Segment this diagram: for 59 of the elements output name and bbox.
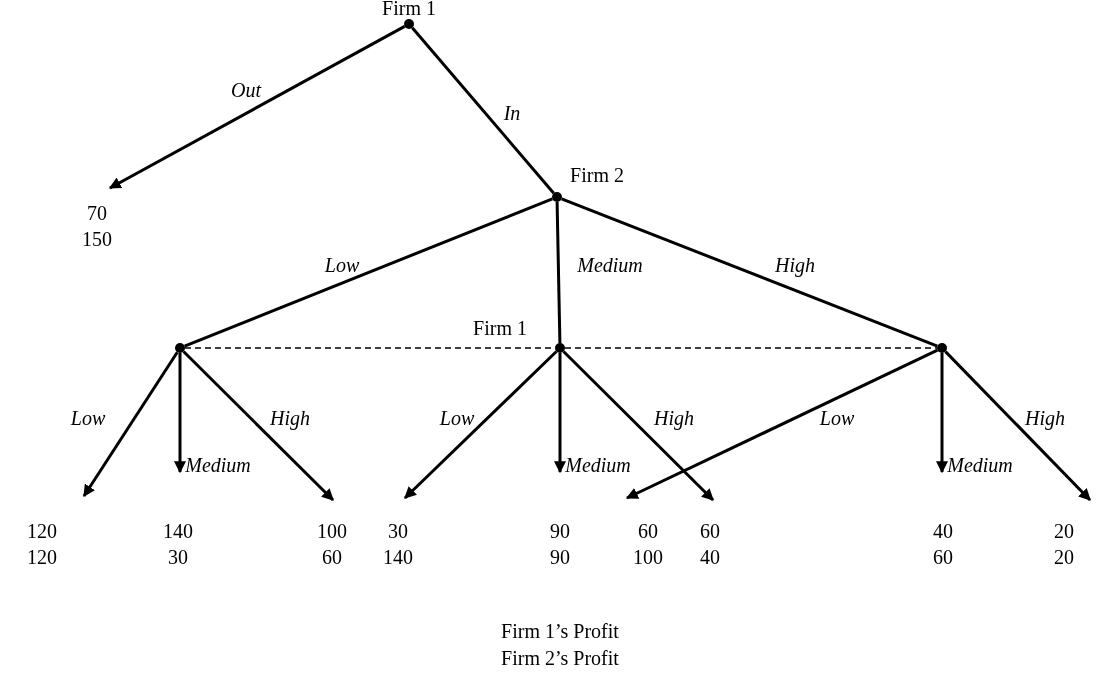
decision-node bbox=[552, 192, 562, 202]
payoff-value: 100 bbox=[317, 519, 347, 544]
arrow bbox=[625, 348, 939, 500]
edge-label: High bbox=[654, 407, 694, 429]
edge-label: Medium bbox=[565, 454, 631, 476]
arrow bbox=[108, 25, 406, 190]
edge-label: Low bbox=[819, 407, 855, 429]
player-label: Firm 1 bbox=[473, 318, 527, 338]
arrow bbox=[403, 350, 558, 500]
payoff-value: 60 bbox=[933, 545, 953, 570]
arrow bbox=[554, 353, 566, 474]
branch-line bbox=[561, 197, 938, 348]
edge-label: Medium bbox=[185, 454, 251, 476]
branch-line bbox=[184, 197, 553, 348]
payoff-value: 30 bbox=[168, 545, 188, 570]
edge-label: Medium bbox=[577, 254, 643, 276]
decision-node bbox=[404, 19, 414, 29]
player-label: Firm 1 bbox=[382, 0, 436, 18]
payoff-value: 100 bbox=[633, 545, 663, 570]
arrow bbox=[936, 353, 948, 474]
payoff-value: 20 bbox=[1054, 519, 1074, 544]
arrow bbox=[82, 351, 179, 497]
edge-label: Out bbox=[231, 79, 261, 101]
edge-label: High bbox=[270, 407, 310, 429]
player-label: Firm 2 bbox=[570, 165, 624, 185]
payoff-value: 40 bbox=[700, 545, 720, 570]
payoff-value: 30 bbox=[388, 519, 408, 544]
edge-label: High bbox=[775, 254, 815, 276]
edge-label: Medium bbox=[947, 454, 1013, 476]
decision-node bbox=[175, 343, 185, 353]
payoff-value: 120 bbox=[27, 519, 57, 544]
payoff-value: 90 bbox=[550, 519, 570, 544]
payoff-value: 60 bbox=[638, 519, 658, 544]
edge-label: High bbox=[1025, 407, 1065, 429]
payoff-value: 20 bbox=[1054, 545, 1074, 570]
edge-label: Low bbox=[324, 254, 360, 276]
branch-line bbox=[411, 26, 555, 195]
arrow bbox=[944, 350, 1092, 502]
payoff-value: 140 bbox=[383, 545, 413, 570]
edge-label: In bbox=[503, 102, 521, 124]
arrow bbox=[562, 350, 715, 502]
arrow bbox=[174, 353, 186, 474]
payoff-value: 70 bbox=[87, 201, 107, 226]
payoff-value: 140 bbox=[163, 519, 193, 544]
edge-label: Low bbox=[439, 407, 475, 429]
payoff-value: 60 bbox=[322, 545, 342, 570]
dashed-line bbox=[564, 347, 938, 349]
edge-label: Low bbox=[70, 407, 106, 429]
payoff-value: 60 bbox=[700, 519, 720, 544]
axis-caption: Firm 2’s Profit bbox=[501, 646, 619, 671]
branch-line bbox=[555, 201, 562, 344]
payoff-value: 120 bbox=[27, 545, 57, 570]
payoff-value: 150 bbox=[82, 227, 112, 252]
payoff-value: 90 bbox=[550, 545, 570, 570]
arrow bbox=[182, 350, 335, 502]
decision-node bbox=[937, 343, 947, 353]
axis-caption: Firm 1’s Profit bbox=[501, 619, 619, 644]
payoff-value: 40 bbox=[933, 519, 953, 544]
decision-node bbox=[555, 343, 565, 353]
